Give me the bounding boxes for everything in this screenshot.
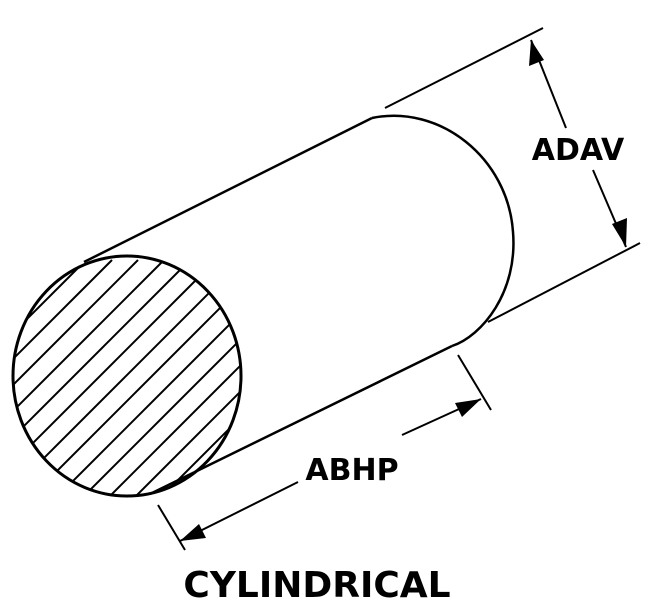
hatch-line (157, 259, 241, 496)
adav-arrowhead-bottom (612, 218, 627, 247)
abhp-extension-line-right (457, 354, 492, 411)
abhp-label: ABHP (305, 453, 398, 488)
hatch-line (13, 259, 139, 496)
abhp-arrowhead-left (180, 524, 206, 541)
adav-arrowhead-top (529, 40, 544, 66)
hatch-line (27, 259, 241, 496)
cylinder-near-end-face (11, 254, 243, 498)
hatch-line (53, 259, 241, 496)
abhp-arrowhead-right (455, 399, 481, 417)
hatch-line (13, 259, 217, 496)
hatch-line (13, 259, 165, 496)
adav-extension-line-top (384, 27, 544, 109)
cylinder-far-end-arc (371, 114, 515, 348)
abhp-extension-line-left (157, 504, 186, 551)
cylinder-top-edge (83, 116, 373, 264)
hatch-line (13, 259, 191, 496)
hatch-line (13, 259, 87, 496)
adav-label: ADAV (532, 133, 625, 168)
hatch-line (79, 259, 241, 496)
hatch-line (13, 259, 113, 496)
cross-section-hatch (13, 259, 241, 496)
adav-extension-line-bottom (487, 242, 641, 323)
hatch-line (131, 259, 241, 496)
shape-name-caption: CYLINDRICAL (183, 565, 450, 606)
hatch-line (105, 259, 241, 496)
